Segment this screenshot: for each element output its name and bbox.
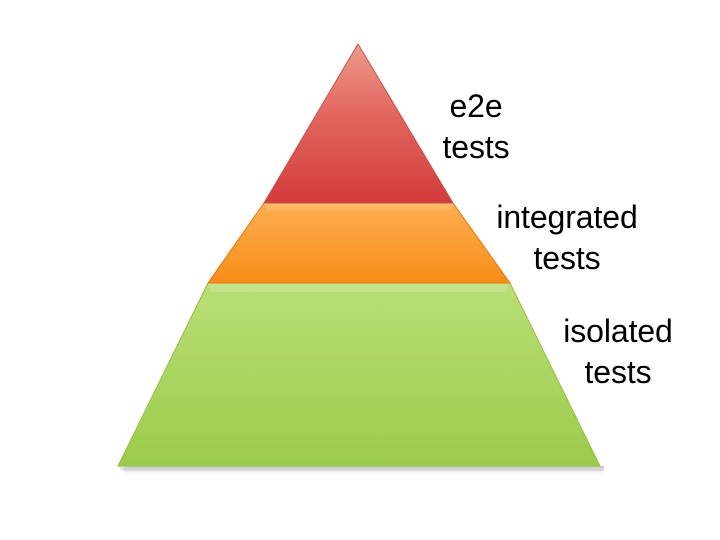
- tier-label-isolated: isolated tests: [524, 311, 712, 393]
- tier-label-integrated-line1: integrated: [496, 199, 638, 235]
- tier-label-e2e: e2e tests: [396, 86, 556, 168]
- tier-label-isolated-line1: isolated: [563, 313, 673, 349]
- tier-label-integrated-line2: tests: [533, 240, 601, 276]
- pyramid-tier-e2e: [263, 43, 454, 204]
- tier-label-integrated: integrated tests: [470, 197, 664, 279]
- pyramid-tier-integrated: [207, 202, 511, 284]
- pyramid-tier-isolated-highlight: [208, 283, 510, 292]
- pyramid-base-shadow-edge: [118, 466, 604, 471]
- tier-label-e2e-line2: tests: [442, 129, 510, 165]
- pyramid-tier-integrated-highlight: [264, 203, 453, 210]
- tier-label-isolated-line2: tests: [584, 354, 652, 390]
- tier-label-e2e-line1: e2e: [449, 88, 503, 124]
